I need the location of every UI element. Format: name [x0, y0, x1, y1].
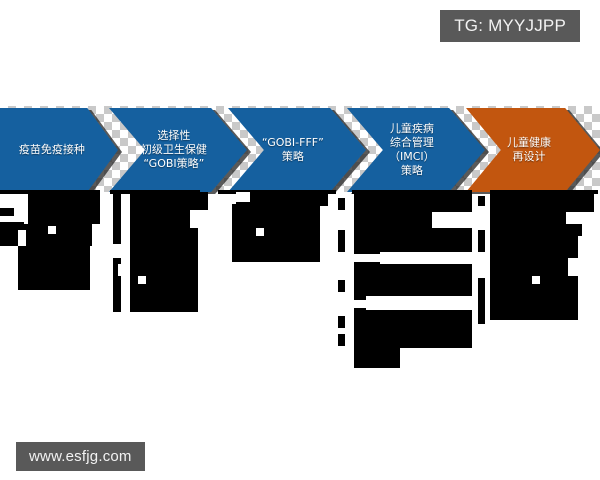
- redacted-block: [16, 244, 90, 290]
- process-step-2-line-1: 选择性: [157, 128, 191, 142]
- redacted-gap: [432, 212, 474, 228]
- redacted-block: [16, 224, 92, 246]
- redacted-block: [0, 208, 14, 216]
- redacted-block: [478, 230, 485, 252]
- redacted-gap: [190, 210, 208, 228]
- process-step-3-line-2: 策略: [281, 150, 304, 163]
- redacted-gap: [236, 192, 250, 202]
- redacted-block: [490, 214, 582, 236]
- redacted-block: [232, 204, 320, 262]
- site-watermark-badge: www.esfjg.com: [16, 442, 145, 471]
- redacted-block: [338, 334, 345, 346]
- process-step-3-label: “GOBI-FFF” 策略: [228, 136, 366, 164]
- process-step-2-line-2: 初级卫生保健: [140, 142, 207, 156]
- redacted-block: [338, 198, 345, 210]
- redacted-gap: [48, 226, 56, 234]
- redacted-block: [338, 230, 345, 252]
- redacted-gap: [566, 212, 598, 224]
- process-step-4-label: 儿童疾病 综合管理 （IMCI） 策略: [347, 122, 485, 178]
- redacted-block: [113, 258, 121, 312]
- redacted-block: [28, 192, 100, 224]
- redacted-block: [478, 196, 485, 206]
- process-step-4-line-4: 策略: [400, 164, 423, 178]
- process-step-2-label: 选择性 初级卫生保健 “GOBI策略”: [109, 129, 247, 171]
- redacted-block: [490, 256, 568, 278]
- redacted-block: [354, 262, 472, 300]
- telegram-watermark-text: TG: MYYJJPP: [454, 16, 566, 35]
- site-watermark-text: www.esfjg.com: [29, 448, 132, 465]
- process-flow-diagram: 疫苗免疫接种 选择性 初级卫生保健 “GOBI策略” “GOBI-FFF” 策略…: [0, 106, 600, 194]
- redacted-block: [113, 192, 121, 244]
- redacted-block: [338, 316, 345, 328]
- redacted-block: [354, 346, 400, 368]
- redacted-block: [490, 234, 578, 258]
- process-step-4-line-1: 儿童疾病: [389, 121, 434, 135]
- redacted-gap: [138, 276, 146, 284]
- telegram-watermark-badge: TG: MYYJJPP: [440, 10, 580, 42]
- redacted-gap: [118, 264, 124, 276]
- redacted-block: [338, 280, 345, 292]
- process-step-5-label: 儿童健康 再设计: [466, 136, 600, 164]
- redacted-content-region: [0, 190, 600, 380]
- redacted-block: [130, 218, 198, 258]
- redacted-block: [478, 278, 485, 324]
- redacted-gap: [18, 230, 26, 246]
- redacted-gap: [532, 276, 540, 284]
- redacted-block: [354, 308, 472, 348]
- process-step-1-line-1: 疫苗免疫接种: [18, 142, 85, 156]
- process-step-5-line-1: 儿童健康: [506, 135, 551, 149]
- process-step-3-line-1: “GOBI-FFF”: [261, 135, 324, 149]
- process-step-1-label: 疫苗免疫接种: [0, 143, 118, 157]
- process-step-5-line-2: 再设计: [512, 150, 546, 163]
- redacted-gap: [366, 296, 474, 310]
- redacted-gap: [380, 252, 474, 264]
- redacted-block: [130, 256, 198, 312]
- redacted-block: [236, 192, 328, 206]
- redacted-gap: [256, 228, 264, 236]
- redacted-gap: [0, 246, 18, 290]
- process-step-4-line-2: 综合管理: [389, 135, 434, 149]
- process-step-2-line-3: “GOBI策略”: [143, 157, 205, 171]
- process-step-4-line-3: （IMCI）: [389, 150, 435, 163]
